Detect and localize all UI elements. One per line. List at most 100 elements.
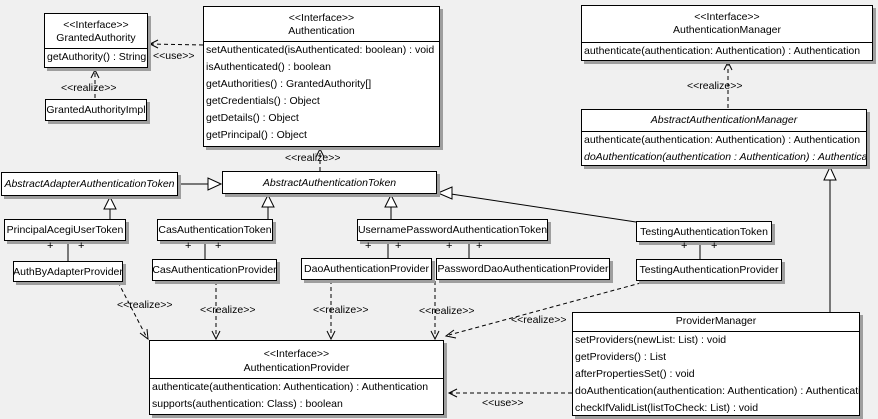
multiplicity-label: + [185,240,192,252]
realize-stereotype-label: <<realize>> [419,305,475,317]
class-name: AuthenticationManager [673,24,781,36]
class-name: CasAuthenticationToken [158,224,272,236]
class-name: PasswordDaoAuthenticationProvider [437,263,609,275]
class-password-dao-authentication-provider[interactable]: PasswordDaoAuthenticationProvider [436,258,610,280]
realize-stereotype-label: <<realize>> [200,304,256,316]
multiplicity-label: + [681,240,688,252]
method: doAuthentication(authentication : Authen… [584,151,866,163]
method: authenticate(authentication: Authenticat… [584,45,861,57]
class-header: <<Interface>> AuthenticationManager [582,6,872,42]
use-stereotype-label: <<use>> [482,397,524,409]
multiplicity-label: + [365,240,372,252]
method: isAuthenticated() : boolean [206,61,331,73]
class-username-password-authentication-token[interactable]: UsernamePasswordAuthenticationToken [357,219,548,241]
compartment-divider [582,42,872,43]
edge-gen-usernamepasswordtoken [384,193,398,219]
method: getPrincipal() : Object [206,129,307,141]
realize-stereotype-label: <<realize>> [313,304,369,316]
class-abstract-authentication-manager[interactable]: AbstractAuthenticationManager authentica… [581,109,867,166]
class-granted-authority-impl[interactable]: GrantedAuthorityImpl [45,99,147,121]
compartment-divider [150,378,443,379]
stereotype-label: <<Interface>> [694,11,760,23]
edge-gen-abstractadapter-token [179,177,223,191]
method: getAuthority() : String [47,51,147,63]
realize-stereotype-label: <<realize>> [511,314,567,326]
stereotype-label: <<Interface>> [263,348,330,360]
method: afterPropertiesSet() : void [575,368,695,380]
class-name: AbstractAdapterAuthenticationToken [4,178,175,190]
method: authenticate(authentication: Authenticat… [152,381,429,393]
class-auth-by-adapter-provider[interactable]: AuthByAdapterProvider [13,261,123,282]
class-name: AuthenticationProvider [243,362,350,374]
method: doAuthentication(authentication: Authent… [575,385,859,397]
method: setProviders(newList: List) : void [575,334,727,346]
class-authentication[interactable]: <<Interface>> Authentication setAuthenti… [203,6,440,147]
multiplicity-label: + [446,240,453,252]
edge-realize-testingauthenticationprovider [444,280,649,339]
method: setAuthenticated(isAuthenticated: boolea… [206,44,435,56]
multiplicity-label: + [395,240,402,252]
compartment-divider [204,41,439,42]
multiplicity-label: + [476,240,483,252]
edge-realize-daoauthenticationprovider [326,280,336,341]
method: getAuthorities() : GrantedAuthority[] [206,78,372,90]
edge-gen-testingauthenticationtoken [436,186,637,223]
realize-stereotype-label: <<realize>> [117,299,173,311]
edge-realize-authbyadapterprovider [117,281,149,341]
class-name: CasAuthenticationProvider [153,264,276,276]
class-authentication-provider[interactable]: <<Interface>> AuthenticationProvider aut… [149,340,444,415]
class-name: AuthByAdapterProvider [14,265,122,278]
class-header: <<Interface>> AuthenticationProvider [150,341,443,378]
class-name: UsernamePasswordAuthenticationToken [358,224,547,236]
class-cas-authentication-provider[interactable]: CasAuthenticationProvider [152,259,277,281]
compartment-divider [573,331,859,332]
multiplicity-label: + [47,240,54,252]
class-principal-acegi-user-token[interactable]: PrincipalAcegiUserToken [4,219,126,241]
method: authenticate(authentication: Authenticat… [584,134,861,146]
method: getDetails() : Object [206,112,299,124]
class-authentication-manager[interactable]: <<Interface>> AuthenticationManager auth… [581,5,873,61]
edge-realize-grantedauthorityimpl [90,68,100,98]
class-name: TestingAuthenticationProvider [639,264,779,276]
stereotype-label: <<Interface>> [288,12,355,24]
class-name: AbstractAuthenticationToken [262,176,397,189]
class-name: GrantedAuthorityImpl [46,104,146,116]
class-name: TestingAuthenticationToken [640,225,768,238]
method: supports(authentication: Class) : boolea… [152,398,343,410]
class-name: PrincipalAcegiUserToken [6,224,124,236]
class-name: ProviderManager [675,315,757,327]
class-abstract-authentication-token[interactable]: AbstractAuthenticationToken [222,171,437,194]
class-name: AbstractAuthenticationManager [650,114,798,126]
edge-gen-providermanager [823,165,837,312]
use-stereotype-label: <<use>> [153,50,195,62]
method: getCredentials() : Object [206,95,320,107]
class-header: <<Interface>> Authentication [204,7,439,41]
realize-stereotype-label: <<realize>> [285,152,341,164]
edge-use-authentication-grantedauthority [148,39,204,49]
multiplicity-label: + [215,240,222,252]
multiplicity-label: + [78,240,85,252]
edge-gen-casauthenticationtoken [261,193,275,219]
class-name: GrantedAuthority [56,32,136,44]
class-dao-authentication-provider[interactable]: DaoAuthenticationProvider [301,258,432,280]
class-testing-authentication-provider[interactable]: TestingAuthenticationProvider [636,259,782,281]
edge-realize-abstractauthenticationmanager [723,60,733,108]
edge-realize-abstractauthenticationtoken [315,147,325,171]
class-granted-authority[interactable]: <<Interface>> GrantedAuthority getAuthor… [44,13,148,68]
edge-gen-principalacegiusertoken [103,195,117,219]
realize-stereotype-label: <<realize>> [61,82,117,94]
method: checkIfValidList(listToCheck: List) : vo… [575,402,759,414]
multiplicity-label: + [711,240,718,252]
class-abstract-adapter-authentication-token[interactable]: AbstractAdapterAuthenticationToken [1,172,178,196]
stereotype-label: <<Interface>> [63,19,129,31]
class-header: <<Interface>> GrantedAuthority [45,14,147,48]
compartment-divider [582,131,866,132]
class-cas-authentication-token[interactable]: CasAuthenticationToken [157,219,273,241]
edge-realize-passworddaoprovider [430,281,440,341]
class-testing-authentication-token[interactable]: TestingAuthenticationToken [636,221,772,242]
class-provider-manager[interactable]: ProviderManager setProviders(newList: Li… [572,312,860,416]
compartment-divider [45,48,147,49]
class-name: Authentication [288,25,355,37]
